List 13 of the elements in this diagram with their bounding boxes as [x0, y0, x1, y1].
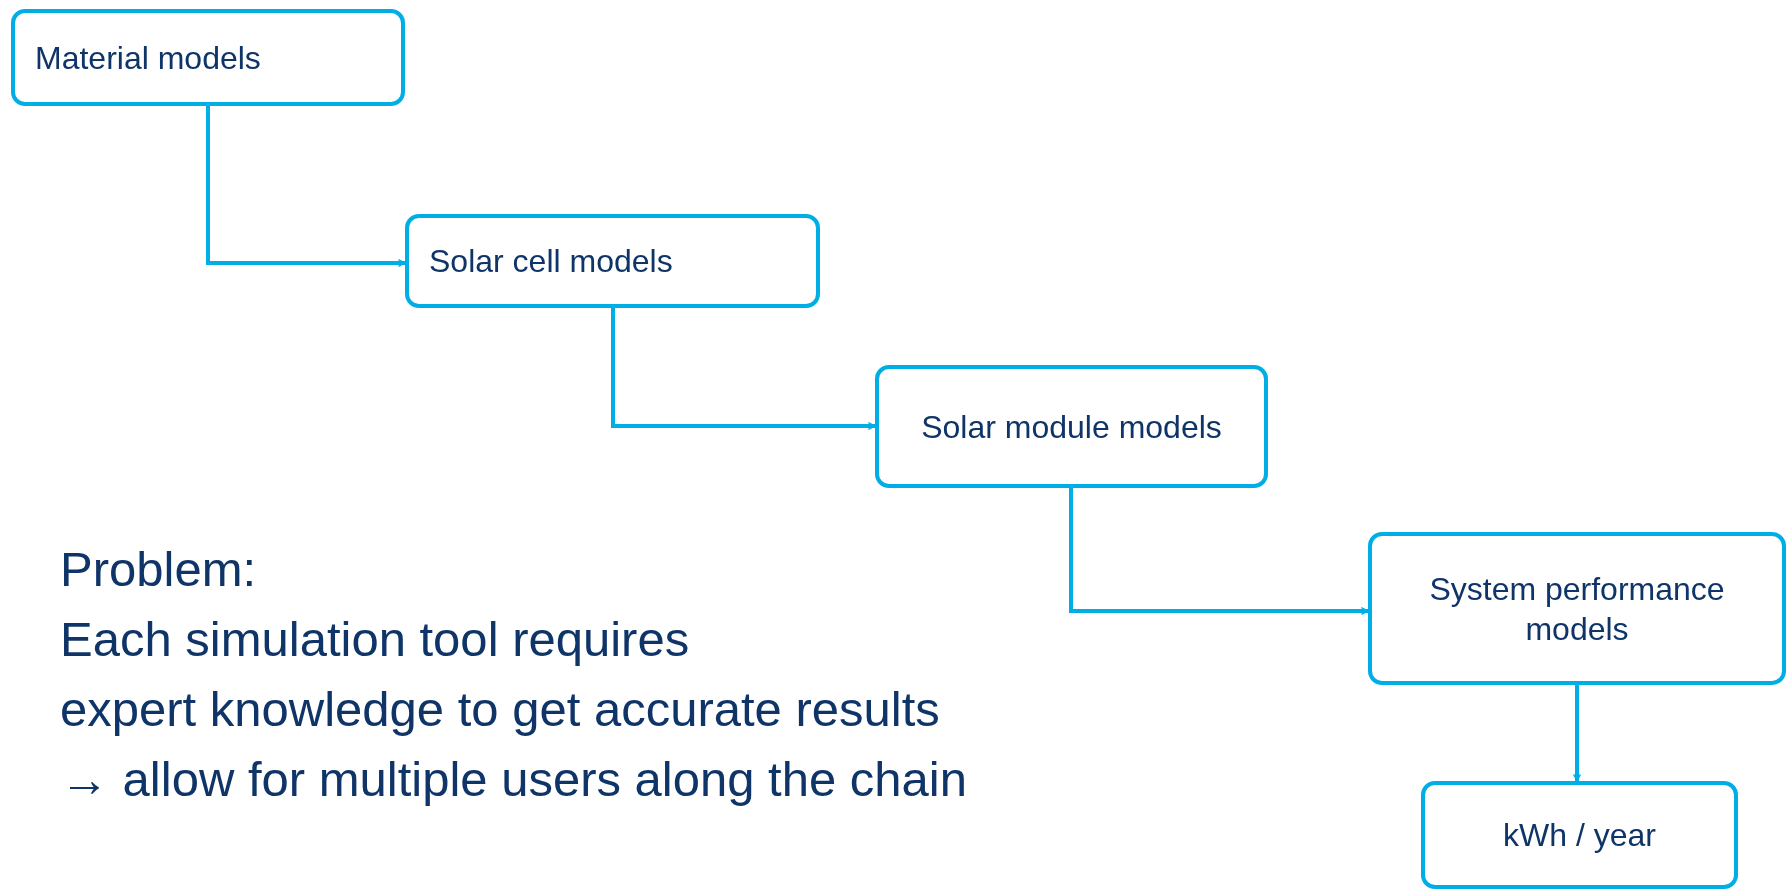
process-box: kWh / year	[1421, 781, 1738, 889]
note-text: expert knowledge to get accurate results	[60, 681, 941, 738]
arrow	[206, 106, 406, 267]
process-box: System performance models	[1368, 532, 1786, 685]
arrow	[611, 308, 876, 430]
process-box: Material models	[11, 9, 405, 106]
process-box: Solar cell models	[405, 214, 820, 308]
arrow	[1573, 685, 1581, 782]
arrow	[1069, 488, 1369, 615]
note-text: Each simulation tool requires	[60, 611, 691, 668]
note-text: Problem:	[60, 541, 258, 598]
note-text: → allow for multiple users along the chain	[60, 751, 967, 808]
process-box: Solar module models	[875, 365, 1268, 488]
